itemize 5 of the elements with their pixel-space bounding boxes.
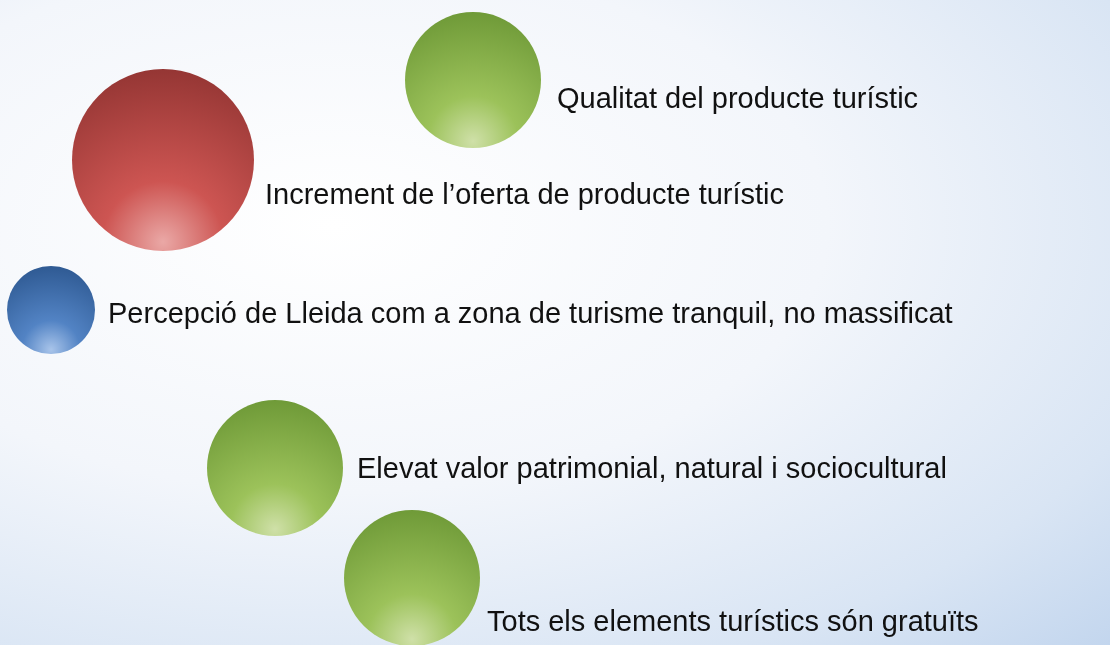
bullet-text: Increment de l’oferta de producte turístic xyxy=(265,177,785,212)
bullet-text: Percepció de Lleida com a zona de turisme tranquil, no massificat xyxy=(108,296,953,331)
bullet-text: Qualitat del producte turístic xyxy=(557,81,919,116)
bullet-text: Tots els elements turístics són gratuïts xyxy=(487,604,979,639)
bullet-text: Elevat valor patrimonial, natural i sociocultural xyxy=(357,451,947,486)
